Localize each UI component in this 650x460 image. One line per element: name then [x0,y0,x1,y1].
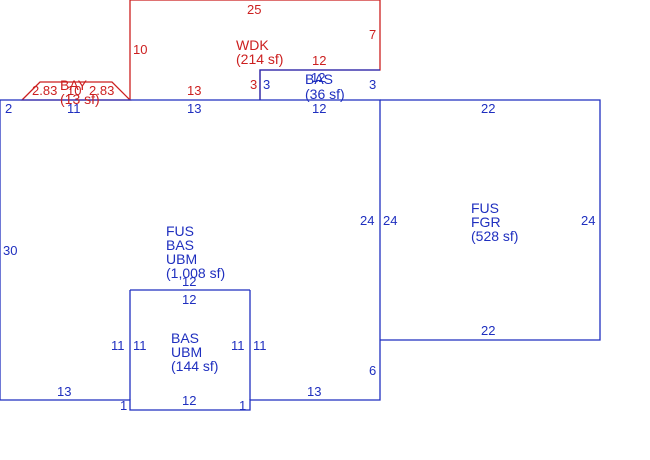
garage-outline [380,99,601,341]
deck-area-code: WDK [236,37,269,53]
dim-main-left: 30 [3,243,17,258]
dim-deck-top: 25 [247,2,261,17]
dim-inset-step-right: 1 [239,398,246,413]
dim-main-left-top: 2 [5,101,12,116]
dim-small-overlap: 12 [311,70,325,85]
dim-inset-left-outer: 11 [111,338,125,353]
small-area-code: BAS [305,71,333,87]
dim-small-left: 3 [263,77,270,92]
dim-bay-bottom: 11 [67,101,81,116]
inset-area-code-2: UBM [171,344,202,360]
dim-garage-top: 22 [481,101,495,116]
dim-inset-top: 12 [182,292,196,307]
inset-area-sf: (144 sf) [171,358,218,374]
dim-inset-bottom: 12 [182,393,196,408]
dim-inset-right-outer: 11 [253,338,267,353]
dim-small-top: 12 [312,53,326,68]
dim-inset-top-outer: 12 [182,274,196,289]
small-area-sf: (36 sf) [305,86,345,102]
main-outline [0,99,381,411]
small-bas-outline [259,69,380,100]
garage-area-code-1: FUS [471,200,499,216]
dim-bay-mid: 10 [67,83,81,98]
dim-main-top: 13 [187,101,201,116]
dim-garage-left: 24 [383,213,397,228]
dim-small-bottom: 12 [312,101,326,116]
dim-main-right-inner: 24 [360,213,374,228]
dim-garage-right: 24 [581,213,595,228]
dim-deck-left: 10 [133,42,147,57]
dim-inset-step-left: 1 [120,398,127,413]
dim-bay-right: 2.83 [89,83,114,98]
main-area-sf: (1,008 sf) [166,265,225,281]
garage-area-code-2: FGR [471,214,501,230]
dim-main-bottom-left: 13 [57,384,71,399]
dim-small-right: 3 [369,77,376,92]
dim-main-right-lower: 6 [369,363,376,378]
bay-area-sf: (13 sf) [60,91,100,107]
dim-garage-bottom: 22 [481,323,495,338]
dim-deck-right: 7 [369,27,376,42]
deck-area-sf: (214 sf) [236,51,283,67]
dim-bay-left: 2.83 [32,83,57,98]
main-area-code-1: FUS [166,223,194,239]
dim-deck-bottom: 13 [187,83,201,98]
garage-area-sf: (528 sf) [471,228,518,244]
dim-inset-left: 11 [133,338,147,353]
dim-deck-step: 3 [250,77,257,92]
dim-main-bottom-right: 13 [307,384,321,399]
bay-area-code: BAY [60,77,88,93]
dim-inset-right: 11 [231,338,245,353]
main-area-code-3: UBM [166,251,197,267]
inset-area-code-1: BAS [171,330,199,346]
main-area-code-2: BAS [166,237,194,253]
